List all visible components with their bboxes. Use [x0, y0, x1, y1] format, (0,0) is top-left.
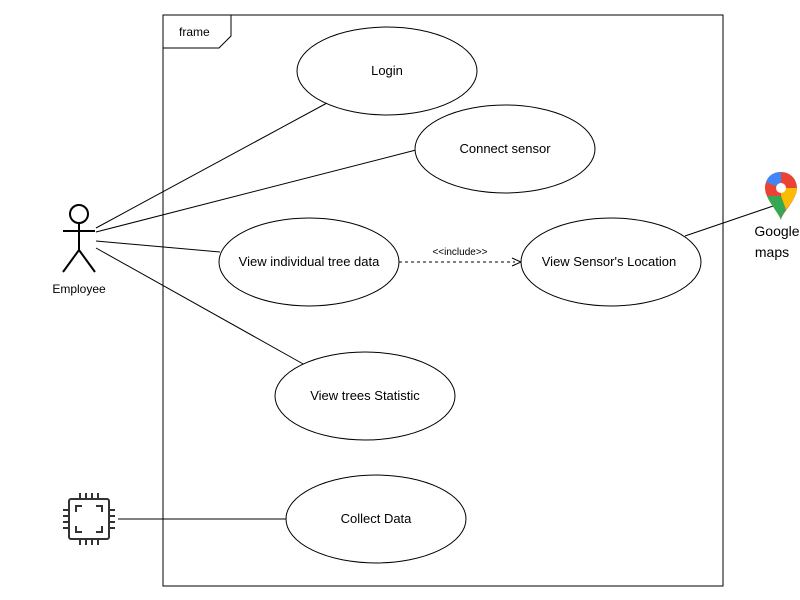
use-case-login[interactable]: Login [296, 26, 478, 116]
use-case-collect-data-label: Collect Data [341, 511, 413, 526]
employee-actor[interactable]: Employee [52, 204, 106, 296]
stick-figure-icon [62, 204, 96, 273]
map-pin-icon [765, 172, 797, 220]
use-case-view-individual-tree-data[interactable]: View individual tree data [218, 217, 400, 307]
chip-icon[interactable] [63, 493, 115, 545]
assoc-employee-connect-sensor [95, 149, 417, 233]
use-case-view-trees-statistic-label: View trees Statistic [310, 388, 420, 403]
use-case-view-sensor-location[interactable]: View Sensor's Location [520, 217, 702, 307]
google-maps-label-line1: Google [754, 223, 799, 239]
google-maps-actor[interactable]: Google maps [754, 172, 800, 260]
assoc-location-google-maps [684, 203, 780, 237]
use-case-view-trees-statistic[interactable]: View trees Statistic [274, 351, 456, 441]
associations [95, 102, 780, 520]
use-case-connect-sensor-label: Connect sensor [459, 141, 551, 156]
system-frame [162, 14, 724, 587]
use-case-connect-sensor[interactable]: Connect sensor [414, 104, 596, 194]
frame-tab [163, 15, 232, 49]
assoc-employee-login [95, 102, 328, 229]
use-case-view-sensor-location-label: View Sensor's Location [542, 254, 677, 269]
assoc-employee-view-tree-data [95, 240, 221, 253]
employee-label: Employee [52, 282, 106, 296]
use-case-view-individual-tree-data-label: View individual tree data [239, 254, 380, 269]
include-label: <<include>> [432, 247, 487, 258]
use-case-login-label: Login [371, 63, 403, 78]
frame-label: frame [179, 25, 210, 39]
assoc-employee-view-statistic [95, 247, 306, 366]
use-case-collect-data[interactable]: Collect Data [285, 474, 467, 564]
google-maps-label-line2: maps [755, 244, 789, 260]
